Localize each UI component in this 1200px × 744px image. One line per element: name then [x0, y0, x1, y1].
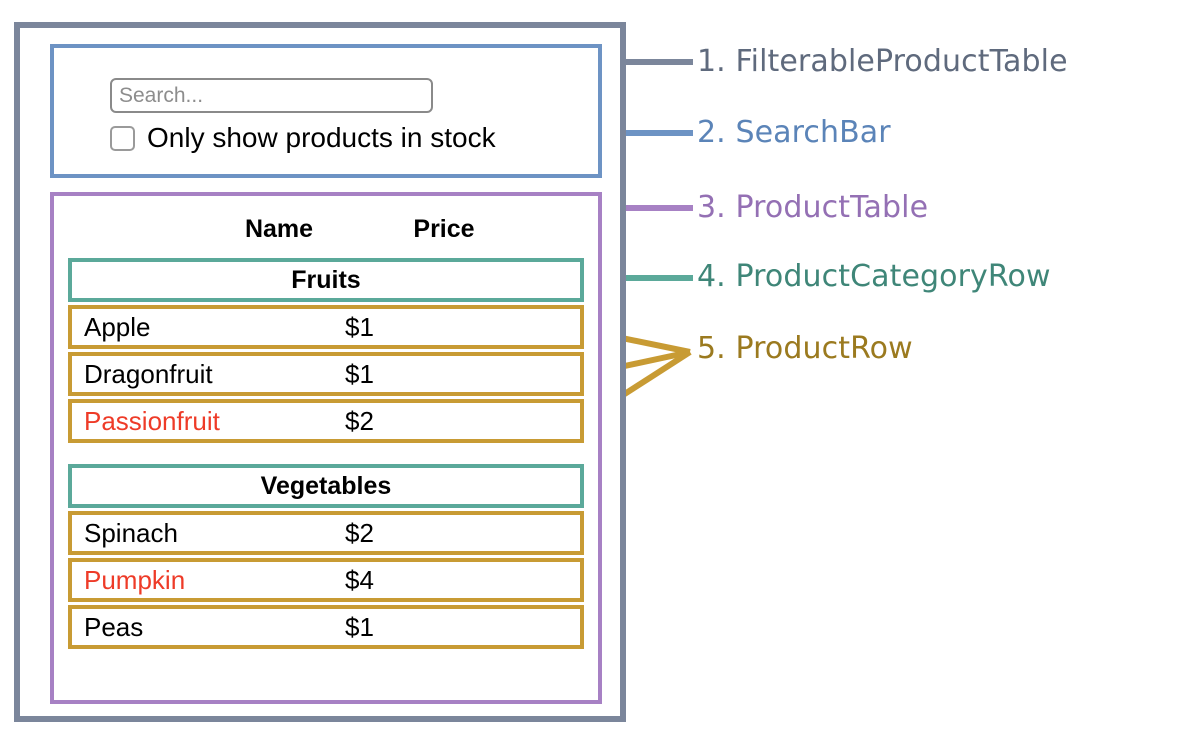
product-price: $4 — [345, 565, 374, 595]
product-row[interactable]: Apple $1 — [68, 305, 584, 349]
legend-label-product-row: 5. ProductRow — [697, 331, 913, 366]
product-category-row: Vegetables — [68, 464, 584, 508]
search-bar-frame: Only show products in stock — [50, 44, 602, 178]
only-in-stock-checkbox[interactable] — [110, 125, 135, 151]
product-row[interactable]: Peas $1 — [68, 605, 584, 649]
product-name: Apple — [84, 312, 151, 342]
product-price: $1 — [345, 312, 374, 342]
product-name: Passionfruit — [84, 406, 220, 436]
product-table-header: Name Price — [54, 212, 598, 246]
group-spacer — [68, 446, 584, 464]
column-header-name: Name — [244, 214, 314, 243]
stock-filter-row[interactable]: Only show products in stock — [110, 124, 496, 152]
product-row[interactable]: Dragonfruit $1 — [68, 352, 584, 396]
product-price: $1 — [345, 359, 374, 389]
legend-label-product-category-row: 4. ProductCategoryRow — [697, 259, 1051, 294]
product-table-frame: Name Price Fruits Apple $1 Dragonfruit $… — [50, 192, 602, 704]
product-table-rows: Fruits Apple $1 Dragonfruit $1 Passionfr… — [68, 258, 584, 652]
product-category-label: Vegetables — [260, 471, 392, 500]
product-row[interactable]: Spinach $2 — [68, 511, 584, 555]
product-name: Dragonfruit — [84, 359, 213, 389]
product-category-label: Fruits — [291, 265, 361, 294]
legend-label-filterable-product-table: 1. FilterableProductTable — [697, 44, 1068, 79]
only-in-stock-label: Only show products in stock — [147, 122, 496, 153]
product-price: $1 — [345, 612, 374, 642]
column-header-price: Price — [413, 214, 475, 243]
product-category-row: Fruits — [68, 258, 584, 302]
filterable-product-table-frame: Only show products in stock Name Price F… — [14, 22, 626, 722]
legend-label-product-table: 3. ProductTable — [697, 190, 929, 225]
legend-label-search-bar: 2. SearchBar — [697, 115, 891, 150]
product-name: Pumpkin — [84, 565, 186, 595]
product-row[interactable]: Passionfruit $2 — [68, 399, 584, 443]
product-name: Spinach — [84, 518, 178, 548]
product-price: $2 — [345, 406, 374, 436]
product-price: $2 — [345, 518, 374, 548]
product-row[interactable]: Pumpkin $4 — [68, 558, 584, 602]
product-name: Peas — [84, 612, 144, 642]
search-input[interactable] — [110, 78, 433, 113]
